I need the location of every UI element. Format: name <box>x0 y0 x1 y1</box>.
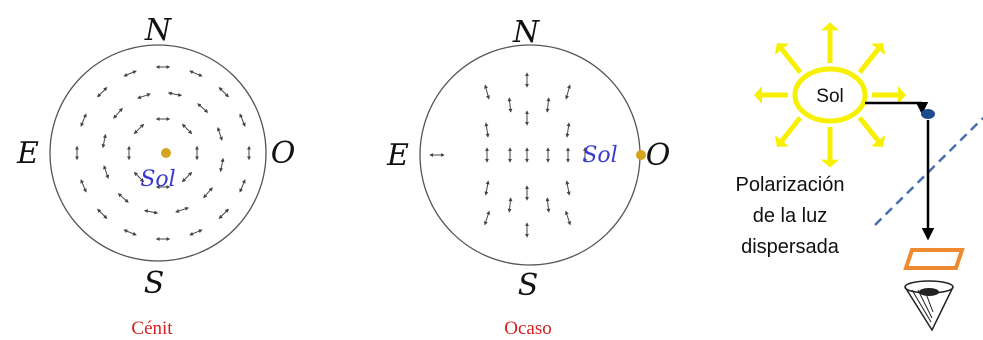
polarization-arrow <box>181 171 193 183</box>
sun-ray-arrowhead <box>821 22 839 31</box>
polarization-arrow <box>239 113 246 127</box>
polarization-arrow <box>564 210 572 226</box>
polarization-arrow <box>189 229 203 236</box>
polarization-arrow <box>97 208 108 219</box>
zenith-polarization-arrows <box>75 65 251 241</box>
polarization-arrow <box>483 210 491 226</box>
polarization-arrow <box>218 87 229 98</box>
polarization-arrow <box>181 123 193 135</box>
polarization-arrow <box>545 97 551 113</box>
sunset-panel: N E O S Sol Ocaso <box>386 15 670 339</box>
polarization-arrow <box>219 157 225 173</box>
sun-ray <box>857 47 881 74</box>
sun-icon <box>792 66 868 124</box>
polarization-arrow <box>565 180 571 196</box>
zenith-north-label: N <box>144 13 173 48</box>
sunset-east-label: E <box>386 138 409 173</box>
polarization-arrow <box>484 180 490 196</box>
polarization-arrow <box>507 97 513 113</box>
polarization-arrow <box>239 179 246 193</box>
polarization-arrow <box>80 179 87 193</box>
polarization-arrow <box>484 84 490 100</box>
sunset-north-label: N <box>512 15 541 50</box>
sun-ray-arrowhead <box>774 43 789 55</box>
sun-ray <box>779 47 803 74</box>
polarization-arrow <box>123 70 137 77</box>
polarization-arrow <box>218 208 229 219</box>
sun-ray-arrowhead <box>871 43 886 55</box>
sun-ray-arrowhead <box>898 86 906 104</box>
zenith-east-label: E <box>16 136 39 171</box>
polarization-arrow <box>203 187 213 199</box>
sun-rays <box>754 22 906 168</box>
polarization-arrow <box>565 122 571 138</box>
polarization-arrow <box>484 122 490 138</box>
explanation-line-1: Polarización <box>736 174 845 196</box>
polarization-arrow <box>216 127 223 141</box>
polarization-arrow <box>133 171 145 183</box>
sunset-polarization-arrows <box>429 72 587 238</box>
zenith-sun-label: Sol <box>140 167 175 192</box>
sun-ray <box>857 116 881 143</box>
zenith-west-label: O <box>271 136 296 171</box>
sunset-caption: Ocaso <box>504 318 551 339</box>
polarization-arrow <box>137 93 151 100</box>
explanation-panel: Sol Polarización de la luz dispersada <box>736 22 983 332</box>
sunset-south-label: S <box>518 268 539 303</box>
polarization-arrow <box>80 113 87 127</box>
polarization-arrow <box>565 84 571 100</box>
sun-ray-arrowhead <box>774 135 789 147</box>
polarization-arrow <box>167 91 183 97</box>
polarization-arrow <box>189 70 203 77</box>
zenith-south-label: S <box>144 266 165 301</box>
polarization-arrow <box>507 197 513 213</box>
zenith-sky-circle <box>49 44 267 262</box>
polarization-arrow <box>117 193 129 203</box>
zenith-caption: Cénit <box>131 318 173 339</box>
polarizer-filter-icon <box>903 248 965 270</box>
sun-ray <box>779 116 803 143</box>
polarization-arrow <box>101 133 107 149</box>
polarization-arrow <box>113 107 123 119</box>
scattering-molecule-dot <box>921 109 935 119</box>
sun-label: Sol <box>816 86 843 107</box>
sunset-west-label: O <box>646 138 671 173</box>
sunset-sun-dot <box>636 150 646 160</box>
sun-ray-arrowhead <box>871 135 886 147</box>
observer-eye-icon <box>904 280 954 332</box>
polarization-arrow <box>133 123 145 135</box>
polarization-arrow <box>97 87 108 98</box>
polarization-arrow <box>143 209 159 215</box>
sun-ray-arrowhead <box>821 159 839 168</box>
polarization-arrow <box>545 197 551 213</box>
zenith-panel: N E O S Sol Cénit <box>16 13 295 339</box>
polarization-arrow <box>123 229 137 236</box>
polarization-arrow <box>197 103 209 113</box>
zenith-sun-dot <box>161 148 171 158</box>
polarization-arrow <box>103 165 110 179</box>
polarization-arrow <box>175 206 189 213</box>
explanation-line-2: de la luz <box>753 205 828 227</box>
explanation-line-3: dispersada <box>741 236 840 258</box>
sun-ray-arrowhead <box>754 86 762 104</box>
sunset-sun-label: Sol <box>582 143 617 168</box>
